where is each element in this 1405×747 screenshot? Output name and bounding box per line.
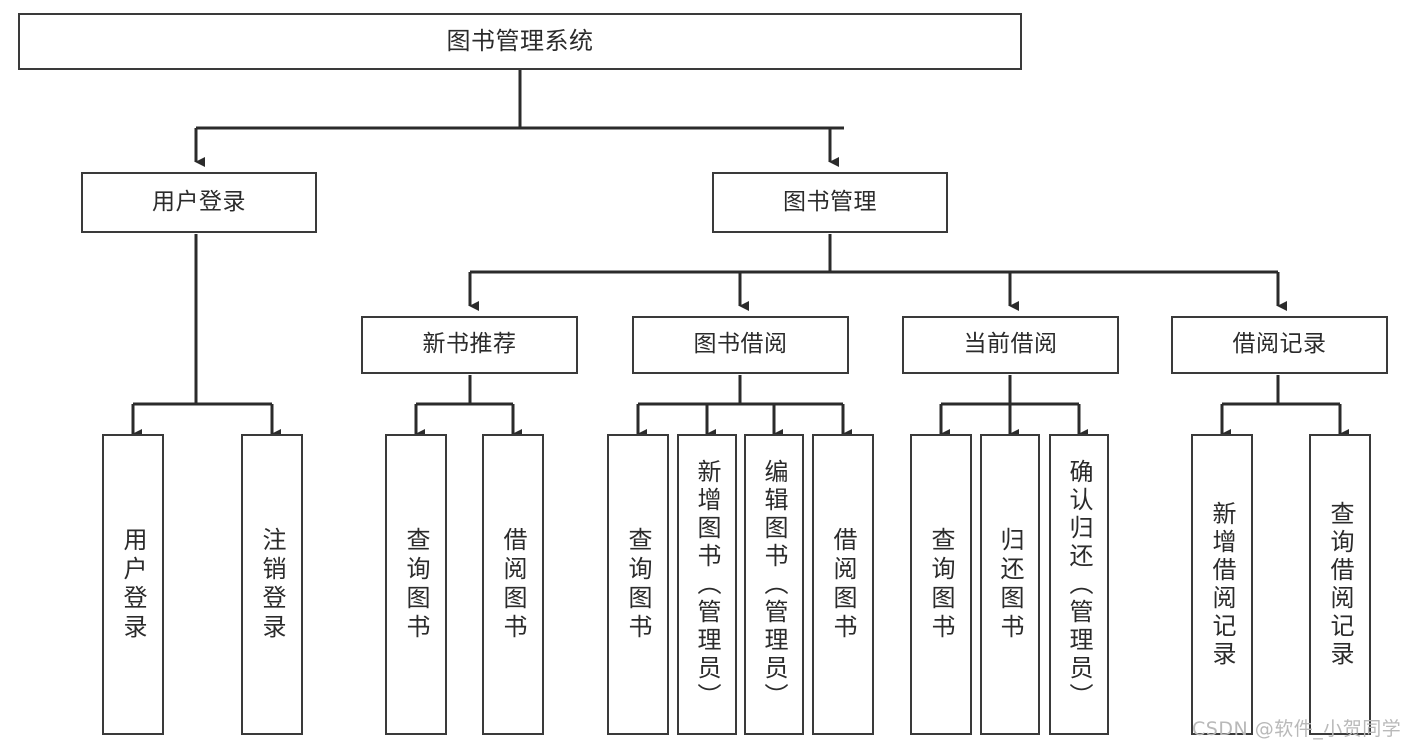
node-leaf-borrow-add[interactable]: 新增图书（管理员） bbox=[677, 434, 737, 735]
node-current-borrow-label: 当前借阅 bbox=[963, 331, 1058, 358]
node-leaf-cur-return-label: 归还图书 bbox=[996, 526, 1024, 643]
node-book-borrow[interactable]: 图书借阅 bbox=[632, 316, 849, 374]
node-user-login-label: 用户登录 bbox=[152, 188, 246, 215]
node-leaf-cur-return[interactable]: 归还图书 bbox=[980, 434, 1040, 735]
node-leaf-borrow-query[interactable]: 查询图书 bbox=[607, 434, 669, 735]
node-leaf-rec-add[interactable]: 新增借阅记录 bbox=[1191, 434, 1253, 735]
node-current-borrow[interactable]: 当前借阅 bbox=[902, 316, 1119, 374]
node-leaf-rec-query2[interactable]: 查询借阅记录 bbox=[1309, 434, 1371, 735]
node-book-manage-label: 图书管理 bbox=[783, 188, 877, 215]
node-leaf-borrow-lend[interactable]: 借阅图书 bbox=[812, 434, 874, 735]
node-leaf-borrow-query-label: 查询图书 bbox=[624, 526, 652, 643]
node-leaf-borrow-lend-label: 借阅图书 bbox=[829, 526, 857, 643]
node-leaf-cur-query[interactable]: 查询图书 bbox=[910, 434, 972, 735]
node-new-book-rec[interactable]: 新书推荐 bbox=[361, 316, 578, 374]
node-new-book-rec-label: 新书推荐 bbox=[422, 331, 517, 358]
node-leaf-user-login-label: 用户登录 bbox=[119, 526, 147, 643]
node-leaf-user-logout-label: 注销登录 bbox=[258, 526, 286, 643]
node-leaf-user-logout[interactable]: 注销登录 bbox=[241, 434, 303, 735]
node-leaf-rec-query-label: 查询图书 bbox=[402, 526, 430, 643]
node-borrow-record[interactable]: 借阅记录 bbox=[1171, 316, 1388, 374]
node-root[interactable]: 图书管理系统 bbox=[18, 13, 1022, 70]
node-leaf-user-login[interactable]: 用户登录 bbox=[102, 434, 164, 735]
node-leaf-rec-add-label: 新增借阅记录 bbox=[1208, 500, 1236, 669]
node-leaf-rec-borrow-label: 借阅图书 bbox=[499, 526, 527, 643]
node-user-login[interactable]: 用户登录 bbox=[81, 172, 317, 233]
watermark: CSDN @软件_小贺同学 bbox=[1192, 718, 1402, 740]
node-leaf-cur-query-label: 查询图书 bbox=[927, 526, 955, 643]
node-root-label: 图书管理系统 bbox=[446, 27, 594, 56]
node-borrow-record-label: 借阅记录 bbox=[1232, 331, 1327, 358]
node-leaf-cur-confirm[interactable]: 确认归还（管理员） bbox=[1049, 434, 1109, 735]
node-leaf-rec-borrow[interactable]: 借阅图书 bbox=[482, 434, 544, 735]
node-leaf-rec-query[interactable]: 查询图书 bbox=[385, 434, 447, 735]
node-leaf-rec-query2-label: 查询借阅记录 bbox=[1326, 500, 1354, 669]
node-leaf-borrow-add-label: 新增图书（管理员） bbox=[693, 458, 721, 711]
node-leaf-borrow-edit[interactable]: 编辑图书（管理员） bbox=[744, 434, 804, 735]
node-book-borrow-label: 图书借阅 bbox=[693, 331, 788, 358]
node-leaf-cur-confirm-label: 确认归还（管理员） bbox=[1065, 458, 1093, 711]
node-leaf-borrow-edit-label: 编辑图书（管理员） bbox=[760, 458, 788, 711]
node-book-manage[interactable]: 图书管理 bbox=[712, 172, 948, 233]
